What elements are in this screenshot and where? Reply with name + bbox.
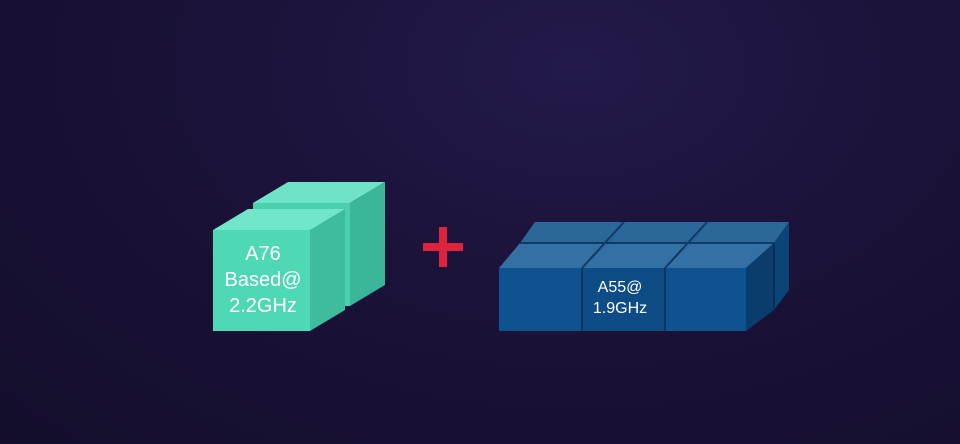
big-core-back-side-face [350, 182, 385, 306]
big-core-back-top-face [253, 182, 385, 203]
little-core-top-face [692, 222, 789, 243]
little-core-front-seams [581, 268, 666, 331]
little-core-top-seams [520, 221, 774, 269]
little-core-top-face [609, 222, 707, 243]
little-core-side-face [774, 222, 789, 310]
big-core-front-top-face [213, 209, 345, 230]
big-core-label-line1: A76 [245, 243, 281, 265]
big-core-group [213, 182, 385, 331]
little-core-front-face [582, 268, 665, 331]
little-core-label-line2: 1.9GHz [592, 300, 648, 317]
big-core-front-front-face [213, 230, 310, 331]
little-core-side-face [746, 243, 774, 331]
little-core-front-face [665, 268, 746, 331]
big-core-label-line2: Based@ [224, 269, 302, 291]
little-core-top-face [520, 222, 624, 243]
big-core-label-line3: 2.2GHz [229, 295, 297, 317]
little-core-label-line1: A55@ [597, 279, 643, 296]
little-core-front-face [499, 268, 582, 331]
little-core-group [499, 221, 789, 331]
little-core-top-face [499, 243, 609, 268]
plus-icon [423, 227, 463, 267]
little-core-top-face [665, 243, 774, 268]
little-core-top-face [582, 243, 692, 268]
big-core-front-side-face [310, 209, 345, 331]
little-core-label: A55@ 1.9GHz [580, 277, 660, 319]
big-core-label: A76 Based@ 2.2GHz [213, 241, 313, 319]
